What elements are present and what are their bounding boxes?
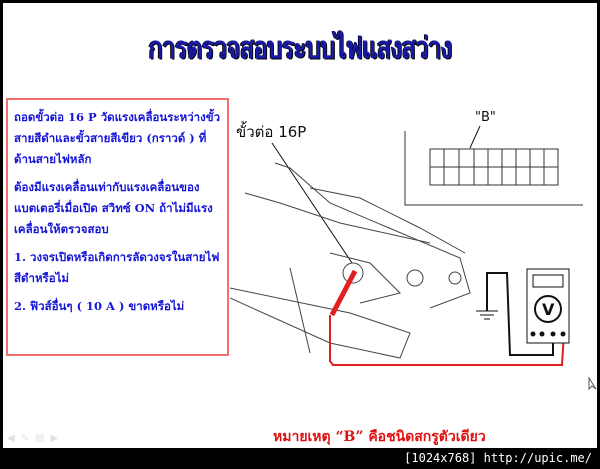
prev-icon[interactable]: ◀	[7, 433, 15, 444]
ground-icon	[476, 310, 498, 320]
wiring-diagram: ขั้วต่อ 16P "B"	[230, 110, 597, 391]
menu-icon[interactable]: ▤	[35, 433, 45, 444]
instruction-paragraph: ต้องมีแรงเคลื่อนเท่ากับแรงเคลื่อนของแบตเ…	[14, 180, 213, 236]
red-lead-wire	[329, 315, 565, 366]
detail-label: "B"	[475, 110, 496, 125]
mouse-cursor-icon	[588, 376, 597, 391]
black-lead-wire	[486, 272, 554, 356]
slideshow-controls: ◀ ✎ ▤ ▶	[7, 433, 58, 444]
footnote: หมายเหตุ “B” คือชนิดสกรูตัวเดียว	[273, 429, 486, 445]
slide: การตรวจสอบระบบไฟแสงสว่าง ถอดขั้วต่อ 16 P…	[3, 3, 597, 448]
voltmeter: V	[526, 268, 570, 344]
instruction-paragraph: 2. ฟิวส์อื่นๆ ( 10 A ) ขาดหรือไม่	[14, 299, 185, 313]
slide-title: การตรวจสอบระบบไฟแสงสว่าง	[148, 31, 452, 66]
instruction-paragraph: 1. วงจรเปิดหรือเกิดการลัดวงจรในสายไฟสีดำ…	[14, 250, 220, 285]
connector-pointer	[271, 142, 353, 264]
instruction-paragraph: ถอดขั้วต่อ 16 P วัดแรงเคลื่อนระหว่างขั้ว…	[14, 110, 221, 166]
voltmeter-label: V	[542, 300, 555, 319]
motorcycle-frame-drawing	[230, 162, 471, 359]
image-host-watermark: [1024x768] http://upic.me/	[404, 451, 592, 465]
detail-pointer	[469, 125, 481, 149]
red-probe	[329, 269, 358, 317]
connector-label: ขั้วต่อ 16P	[236, 121, 306, 141]
next-icon[interactable]: ▶	[50, 433, 59, 444]
pen-icon[interactable]: ✎	[20, 433, 30, 444]
connector-detail	[429, 148, 559, 186]
detail-frame	[404, 131, 583, 206]
instruction-box: ถอดขั้วต่อ 16 P วัดแรงเคลื่อนระหว่างขั้ว…	[6, 98, 229, 356]
